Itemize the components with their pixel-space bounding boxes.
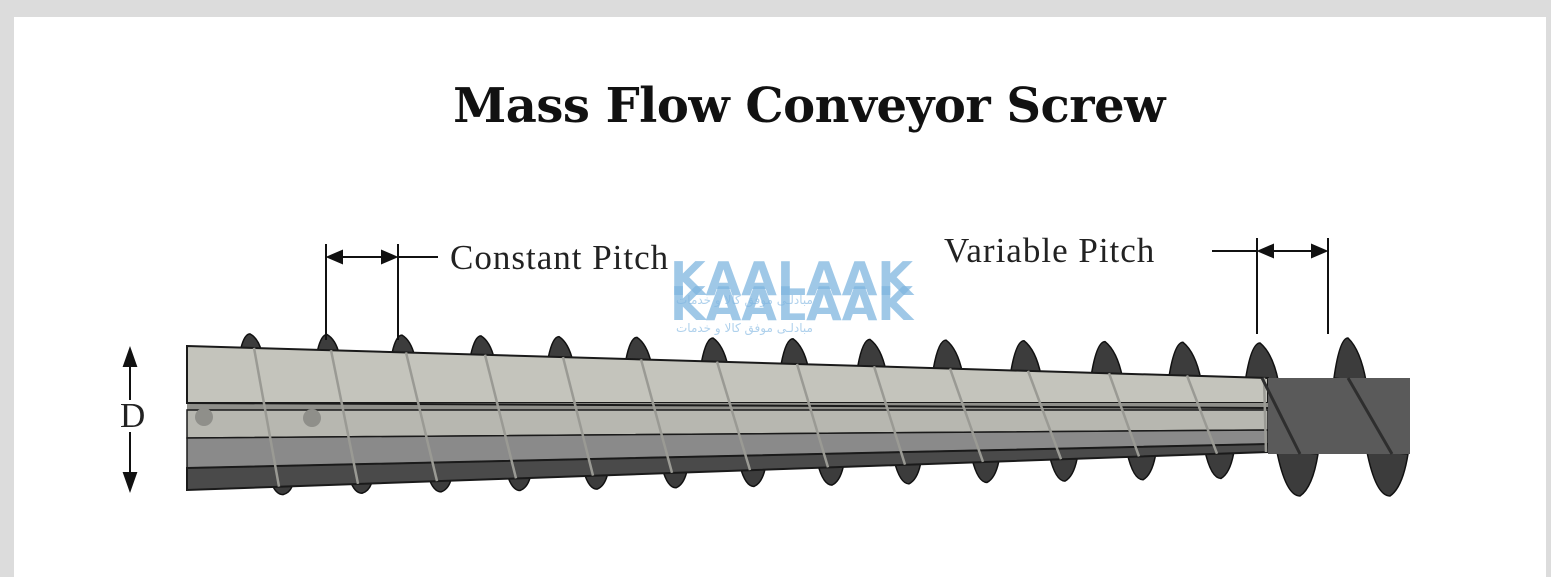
helix-line <box>948 368 985 463</box>
screw-flight-tip <box>1333 337 1368 383</box>
conveyor-screw-diagram: Constant Pitch Variable Pitch D KAALAAK … <box>120 231 1410 497</box>
svg-text:مبادلـی موفق کالا و خدمات: مبادلـی موفق کالا و خدمات <box>676 321 813 336</box>
helix-line <box>483 354 518 479</box>
watermark-logo: KAALAAK مبادلـی موفق کالا و خدمات KAALAA… <box>670 252 915 336</box>
page-title: Mass Flow Conveyor Screw <box>453 78 1165 134</box>
helix-line <box>1346 377 1394 455</box>
screw-flight-tip <box>856 338 887 372</box>
helix-line <box>639 358 674 474</box>
screw-flight-tip <box>547 335 574 362</box>
screw-flight-tip <box>780 337 810 369</box>
screw-flight-tip <box>1010 340 1042 376</box>
screw-flight-tip <box>391 334 416 358</box>
helix-line <box>329 349 360 485</box>
variable-pitch-dimension <box>1212 238 1329 334</box>
screw-helix-lines <box>252 347 1394 487</box>
helix-line <box>715 361 752 471</box>
svg-text:مبادلـی موفق کالا و خدمات: مبادلـی موفق کالا و خدمات <box>676 293 813 308</box>
screw-flights-top <box>240 333 1368 383</box>
screw-flight-tip <box>970 456 1000 484</box>
helix-line <box>1185 375 1219 455</box>
helix-line <box>1107 372 1141 457</box>
drive-shaft-end <box>1268 378 1410 454</box>
shaft-bolt <box>303 409 321 427</box>
helix-line <box>252 347 281 487</box>
constant-pitch-label: Constant Pitch <box>450 238 669 277</box>
screw-flight-tip <box>1048 454 1078 482</box>
helix-line <box>1262 377 1268 453</box>
screw-flight-tip <box>893 459 922 485</box>
screw-flight-tip <box>1365 449 1409 497</box>
screw-flight-tip <box>1244 342 1280 383</box>
tapered-shaft <box>186 344 1269 492</box>
screw-flight-tip <box>625 336 653 365</box>
shaft-bolt <box>195 408 213 426</box>
screw-flight-tip <box>816 462 845 486</box>
helix-line <box>561 356 595 476</box>
screw-flight-tip <box>469 335 496 360</box>
constant-pitch-dimension <box>325 244 438 340</box>
screw-flight-tip <box>1203 448 1235 480</box>
svg-text:KAALAAK: KAALAAK <box>670 277 915 331</box>
diameter-dimension <box>122 345 138 494</box>
helix-line <box>1026 370 1063 460</box>
screw-flight-tip <box>700 337 729 367</box>
screw-flight-tip <box>1090 340 1124 379</box>
helix-line <box>795 363 830 468</box>
variable-pitch-label: Variable Pitch <box>944 231 1155 270</box>
screw-flight-tip <box>932 339 964 374</box>
screw-flight-tip <box>1168 341 1202 381</box>
diameter-label: D <box>120 396 146 435</box>
helix-line <box>1260 377 1302 455</box>
svg-text:KAALAAK: KAALAAK <box>670 252 915 306</box>
helix-line <box>404 352 439 482</box>
helix-line <box>872 365 907 465</box>
screw-flight-tip <box>1275 449 1319 497</box>
screw-flight-tip <box>1126 451 1157 481</box>
